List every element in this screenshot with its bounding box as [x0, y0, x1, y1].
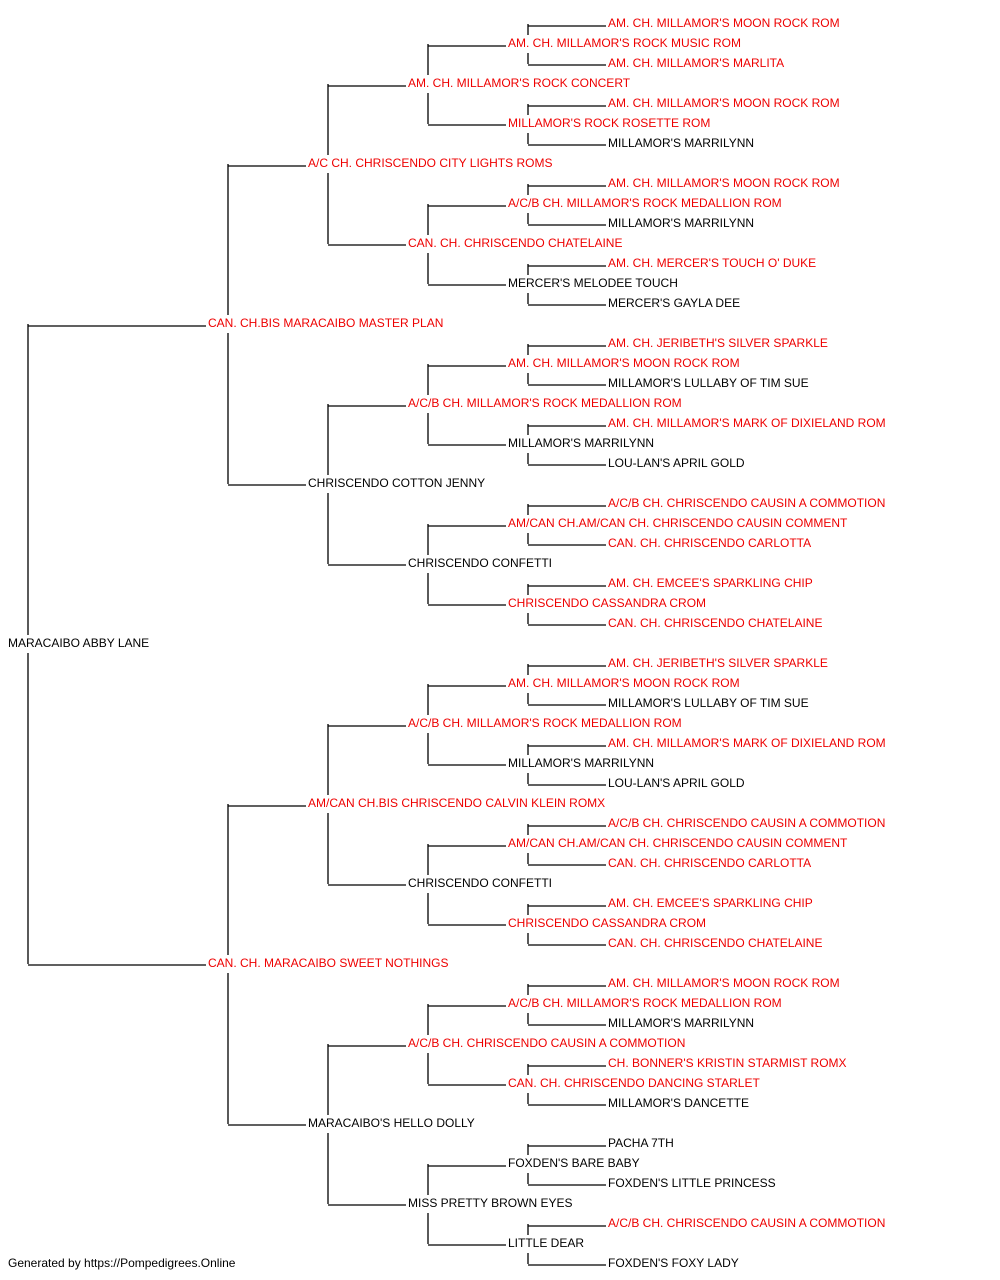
pedigree-name-gen2: CHRISCENDO COTTON JENNY	[308, 476, 486, 490]
pedigree-name-gen3: CHRISCENDO CONFETTI	[408, 556, 552, 570]
generated-by-footer: Generated by https://Pompedigrees.Online	[8, 1256, 236, 1270]
pedigree-name-gen4: A/C/B CH. MILLAMOR'S ROCK MEDALLION ROM	[508, 996, 782, 1010]
pedigree-name-gen3: A/C/B CH. CHRISCENDO CAUSIN A COMMOTION	[408, 1036, 686, 1050]
pedigree-name-gen4: MILLAMOR'S ROCK ROSETTE ROM	[508, 116, 711, 130]
pedigree-name-gen5: MILLAMOR'S LULLABY OF TIM SUE	[608, 376, 809, 390]
pedigree-name-gen4: MILLAMOR'S MARRILYNN	[508, 756, 655, 770]
pedigree-name-gen5: AM. CH. MILLAMOR'S MOON ROCK ROM	[608, 176, 840, 190]
pedigree-name-gen5: LOU-LAN'S APRIL GOLD	[608, 456, 745, 470]
pedigree-name-gen5: LOU-LAN'S APRIL GOLD	[608, 776, 745, 790]
pedigree-name-gen5: MERCER'S GAYLA DEE	[608, 296, 741, 310]
pedigree-name-gen4: AM. CH. MILLAMOR'S MOON ROCK ROM	[508, 676, 740, 690]
pedigree-name-gen5: MILLAMOR'S LULLABY OF TIM SUE	[608, 696, 809, 710]
pedigree-name-gen5: CAN. CH. CHRISCENDO CHATELAINE	[608, 616, 823, 630]
pedigree-name-gen5: AM. CH. MILLAMOR'S MARLITA	[608, 56, 785, 70]
pedigree-name-gen4: A/C/B CH. MILLAMOR'S ROCK MEDALLION ROM	[508, 196, 782, 210]
pedigree-name-gen5: FOXDEN'S LITTLE PRINCESS	[608, 1176, 776, 1190]
pedigree-name-gen5: AM. CH. MILLAMOR'S MARK OF DIXIELAND ROM	[608, 736, 886, 750]
pedigree-name-gen5: CAN. CH. CHRISCENDO CHATELAINE	[608, 936, 823, 950]
pedigree-name-gen5: AM. CH. MILLAMOR'S MARK OF DIXIELAND ROM	[608, 416, 886, 430]
pedigree-name-gen5: AM. CH. EMCEE'S SPARKLING CHIP	[608, 896, 813, 910]
pedigree-name-gen1: CAN. CH. MARACAIBO SWEET NOTHINGS	[208, 956, 449, 970]
pedigree-name-gen5: PACHA 7TH	[608, 1136, 674, 1150]
pedigree-name-gen2: A/C CH. CHRISCENDO CITY LIGHTS ROMS	[308, 156, 553, 170]
pedigree-name-gen3: MISS PRETTY BROWN EYES	[408, 1196, 573, 1210]
pedigree-name-gen0: MARACAIBO ABBY LANE	[8, 636, 150, 650]
pedigree-name-gen3: AM. CH. MILLAMOR'S ROCK CONCERT	[408, 76, 631, 90]
pedigree-name-gen5: CH. BONNER'S KRISTIN STARMIST ROMX	[608, 1056, 847, 1070]
pedigree-name-gen5: MILLAMOR'S MARRILYNN	[608, 136, 755, 150]
pedigree-name-gen3: A/C/B CH. MILLAMOR'S ROCK MEDALLION ROM	[408, 716, 682, 730]
pedigree-name-gen2: MARACAIBO'S HELLO DOLLY	[308, 1116, 475, 1130]
pedigree-name-gen5: MILLAMOR'S MARRILYNN	[608, 1016, 755, 1030]
pedigree-name-gen5: AM. CH. EMCEE'S SPARKLING CHIP	[608, 576, 813, 590]
pedigree-name-gen5: AM. CH. MILLAMOR'S MOON ROCK ROM	[608, 96, 840, 110]
pedigree-name-gen5: A/C/B CH. CHRISCENDO CAUSIN A COMMOTION	[608, 1216, 886, 1230]
pedigree-name-gen4: LITTLE DEAR	[508, 1236, 585, 1250]
pedigree-name-gen4: MILLAMOR'S MARRILYNN	[508, 436, 655, 450]
pedigree-name-gen4: CAN. CH. CHRISCENDO DANCING STARLET	[508, 1076, 760, 1090]
pedigree-name-gen5: CAN. CH. CHRISCENDO CARLOTTA	[608, 536, 812, 550]
pedigree-name-gen5: MILLAMOR'S MARRILYNN	[608, 216, 755, 230]
pedigree-name-gen1: CAN. CH.BIS MARACAIBO MASTER PLAN	[208, 316, 444, 330]
pedigree-name-gen5: AM. CH. MERCER'S TOUCH O' DUKE	[608, 256, 817, 270]
pedigree-name-gen5: MILLAMOR'S DANCETTE	[608, 1096, 749, 1110]
pedigree-name-gen4: FOXDEN'S BARE BABY	[508, 1156, 640, 1170]
pedigree-name-gen3: CHRISCENDO CONFETTI	[408, 876, 552, 890]
pedigree-name-gen4: CHRISCENDO CASSANDRA CROM	[508, 916, 707, 930]
pedigree-name-gen5: A/C/B CH. CHRISCENDO CAUSIN A COMMOTION	[608, 816, 886, 830]
pedigree-name-gen4: CHRISCENDO CASSANDRA CROM	[508, 596, 707, 610]
pedigree-name-gen3: CAN. CH. CHRISCENDO CHATELAINE	[408, 236, 623, 250]
pedigree-name-gen4: AM. CH. MILLAMOR'S ROCK MUSIC ROM	[508, 36, 741, 50]
pedigree-name-gen5: AM. CH. MILLAMOR'S MOON ROCK ROM	[608, 16, 840, 30]
pedigree-name-gen4: AM/CAN CH.AM/CAN CH. CHRISCENDO CAUSIN C…	[508, 516, 848, 530]
pedigree-name-gen5: A/C/B CH. CHRISCENDO CAUSIN A COMMOTION	[608, 496, 886, 510]
pedigree-name-gen3: A/C/B CH. MILLAMOR'S ROCK MEDALLION ROM	[408, 396, 682, 410]
pedigree-name-gen5: AM. CH. MILLAMOR'S MOON ROCK ROM	[608, 976, 840, 990]
pedigree-name-gen5: AM. CH. JERIBETH'S SILVER SPARKLE	[608, 336, 828, 350]
pedigree-name-gen2: AM/CAN CH.BIS CHRISCENDO CALVIN KLEIN RO…	[308, 796, 606, 810]
pedigree-name-gen5: AM. CH. JERIBETH'S SILVER SPARKLE	[608, 656, 828, 670]
pedigree-name-gen5: FOXDEN'S FOXY LADY	[608, 1256, 739, 1270]
pedigree-name-gen4: MERCER'S MELODEE TOUCH	[508, 276, 678, 290]
pedigree-name-gen4: AM/CAN CH.AM/CAN CH. CHRISCENDO CAUSIN C…	[508, 836, 848, 850]
pedigree-name-gen5: CAN. CH. CHRISCENDO CARLOTTA	[608, 856, 812, 870]
pedigree-name-gen4: AM. CH. MILLAMOR'S MOON ROCK ROM	[508, 356, 740, 370]
